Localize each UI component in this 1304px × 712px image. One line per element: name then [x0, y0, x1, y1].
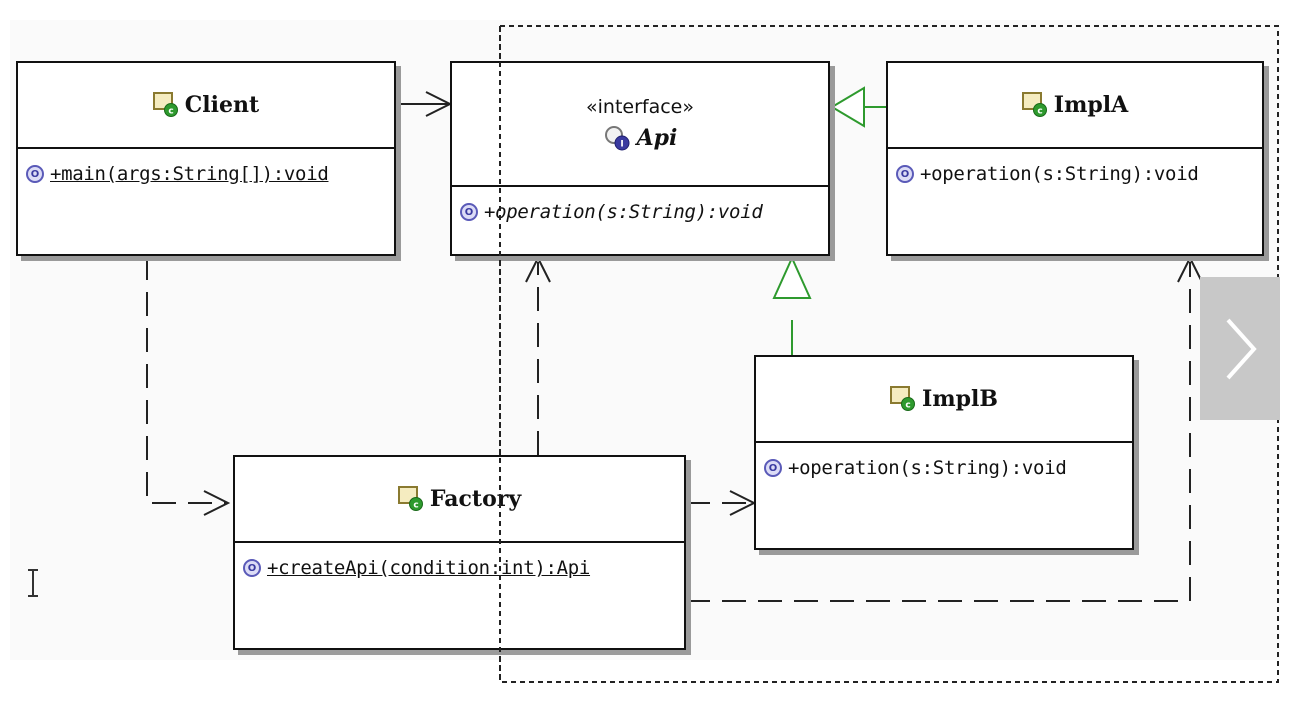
public-operation-icon: O: [243, 559, 261, 577]
class-factory-header: c Factory: [235, 457, 684, 543]
operation-row: O +main(args:String[]):void: [26, 163, 386, 185]
class-icon: c: [152, 92, 178, 117]
class-factory[interactable]: c Factory O +createApi(condition:int):Ap…: [233, 455, 686, 650]
svg-text:c: c: [413, 501, 418, 511]
operation-row: O +operation(s:String):void: [896, 163, 1254, 185]
class-name: Factory: [429, 486, 522, 512]
association-client-api: [396, 91, 453, 117]
svg-text:c: c: [1037, 107, 1042, 117]
class-name: Client: [184, 92, 260, 118]
operation-row: O +operation(s:String):void: [460, 201, 820, 223]
dependency-factory-impla: [686, 255, 1203, 602]
class-icon: c: [397, 486, 423, 511]
class-impla[interactable]: c ImplA O +operation(s:String):void: [886, 61, 1264, 256]
class-name: ImplA: [1053, 92, 1129, 118]
svg-text:c: c: [905, 401, 910, 411]
interface-api-header: «interface» I Api: [452, 63, 828, 187]
text-cursor-icon: [28, 569, 38, 597]
class-implb[interactable]: c ImplB O +operation(s:String):void: [754, 355, 1134, 550]
next-button[interactable]: [1200, 277, 1280, 420]
realization-implb-api: [772, 255, 812, 355]
class-impla-header: c ImplA: [888, 63, 1262, 149]
dependency-factory-api: [525, 255, 551, 455]
dependency-client-factory: [146, 256, 231, 516]
realization-impla-api: [830, 86, 886, 128]
operation-row: O +operation(s:String):void: [764, 457, 1124, 479]
class-implb-header: c ImplB: [756, 357, 1132, 443]
public-operation-icon: O: [764, 459, 782, 477]
class-name: ImplB: [922, 386, 998, 412]
public-operation-icon: O: [460, 203, 478, 221]
public-operation-icon: O: [896, 165, 914, 183]
operation-signature: +operation(s:String):void: [920, 163, 1199, 185]
class-client-header: c Client: [18, 63, 394, 149]
stereotype-label: «interface»: [586, 96, 694, 118]
operation-signature: +main(args:String[]):void: [50, 163, 329, 185]
class-client[interactable]: c Client O +main(args:String[]):void: [16, 61, 396, 256]
operation-signature: +operation(s:String):void: [484, 201, 763, 223]
interface-icon: I: [604, 126, 630, 151]
interface-api[interactable]: «interface» I Api O +operation(s:String)…: [450, 61, 830, 256]
svg-text:c: c: [168, 107, 173, 117]
public-operation-icon: O: [26, 165, 44, 183]
chevron-right-icon: [1226, 318, 1257, 379]
operation-row: O +createApi(condition:int):Api: [243, 557, 676, 579]
operation-signature: +operation(s:String):void: [788, 457, 1067, 479]
class-icon: c: [1021, 92, 1047, 117]
class-icon: c: [890, 386, 916, 411]
operation-signature: +createApi(condition:int):Api: [267, 557, 591, 579]
svg-text:I: I: [620, 140, 623, 150]
dependency-factory-implb: [686, 490, 757, 516]
interface-name: Api: [636, 125, 678, 151]
